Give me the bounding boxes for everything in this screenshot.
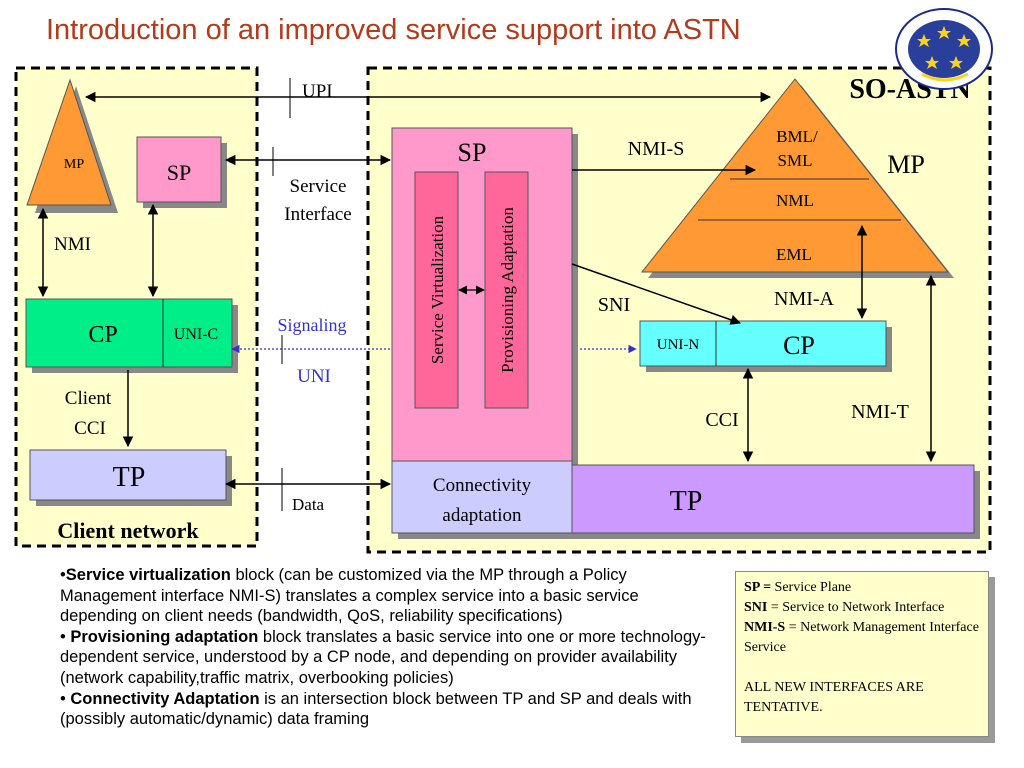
- signaling-label: Signaling: [277, 315, 346, 335]
- bml-line2: SML: [778, 151, 813, 170]
- sni-arrow: [571, 263, 741, 325]
- data-label: Data: [292, 495, 325, 514]
- service-interface-line2: Interface: [284, 204, 352, 225]
- so-sp-label: SP: [458, 138, 487, 167]
- so-mp-label: MP: [887, 150, 925, 179]
- client-cp-box: [25, 298, 233, 368]
- upi-label: UPI: [302, 81, 333, 102]
- glossary-sp-term: SP =: [744, 580, 772, 595]
- so-cp-label: CP: [783, 331, 815, 360]
- service-virtualization-box: [414, 171, 459, 409]
- note-3-term: Connectivity Adaptation: [70, 689, 260, 708]
- nmi-s-label: NMI-S: [628, 138, 685, 160]
- client-nmi-label: NMI: [54, 234, 91, 255]
- notes-block: •Service virtualization block (can be cu…: [60, 565, 720, 730]
- uni-n-label: UNI-N: [657, 337, 700, 353]
- client-mp-label: MP: [64, 157, 84, 172]
- client-cci-line2: CCI: [74, 418, 106, 439]
- provisioning-adaptation-label: Provisioning Adaptation: [498, 207, 517, 373]
- nmi-a-label: NMI-A: [774, 288, 835, 310]
- note-3-text: is an intersection block between TP and …: [60, 689, 692, 729]
- glossary-box: SP = Service Plane SNI = Service to Netw…: [735, 571, 989, 737]
- connectivity-line2: adaptation: [442, 505, 522, 526]
- page-title: Introduction of an improved service supp…: [46, 14, 741, 46]
- note-provisioning-adaptation: • Provisioning adaptation block translat…: [60, 627, 706, 687]
- nml-label: NML: [776, 191, 814, 210]
- client-cp-label: CP: [88, 322, 117, 348]
- note-connectivity-adaptation: • Connectivity Adaptation is an intersec…: [60, 689, 692, 729]
- glossary-sni-term: SNI: [744, 600, 768, 615]
- glossary-sp-def: Service Plane: [771, 580, 852, 595]
- eml-label: EML: [776, 245, 812, 264]
- connectivity-line1: Connectivity: [433, 475, 532, 496]
- bml-line1: BML/: [776, 127, 818, 146]
- service-interface-line1: Service: [290, 176, 347, 197]
- so-tp-label: TP: [670, 486, 703, 517]
- cci-label: CCI: [705, 409, 738, 431]
- glossary-nmi-s-def: = Network Management Interface Service: [744, 620, 979, 655]
- so-cp-box: [639, 320, 887, 367]
- so-mp-pyramid: [640, 78, 950, 273]
- note-2-text: block translates a basic service into on…: [60, 627, 706, 687]
- so-tp-box: [571, 464, 975, 534]
- client-mp-triangle: [26, 78, 112, 206]
- client-uni-c-label: UNI-C: [174, 326, 218, 343]
- connectivity-adaptation-box: [391, 460, 573, 534]
- glossary-nmi-s-term: NMI-S: [744, 620, 786, 635]
- client-network-caption: Client network: [57, 518, 199, 543]
- note-service-virtualization: •Service virtualization block (can be cu…: [60, 566, 639, 626]
- sni-label: SNI: [598, 294, 630, 316]
- client-cci-line1: Client: [65, 388, 112, 409]
- service-virtualization-label: Service Virtualization: [428, 215, 447, 364]
- client-tp-label: TP: [113, 462, 146, 493]
- client-sp-box: [136, 136, 222, 203]
- client-sp-label: SP: [167, 160, 191, 185]
- project-logo-icon: [895, 8, 993, 90]
- client-tp-box: [29, 449, 227, 501]
- uni-label: UNI: [297, 366, 331, 387]
- glossary-note: ALL NEW INTERFACES ARE TENTATIVE.: [744, 680, 924, 715]
- provisioning-adaptation-box: [484, 171, 529, 409]
- note-1-text: block (can be customized via the MP thro…: [60, 566, 639, 626]
- note-2-term: Provisioning adaptation: [70, 627, 259, 646]
- note-1-term: Service virtualization: [65, 566, 231, 584]
- glossary-sni-def: = Service to Network Interface: [767, 600, 945, 615]
- nmi-t-label: NMI-T: [851, 401, 909, 423]
